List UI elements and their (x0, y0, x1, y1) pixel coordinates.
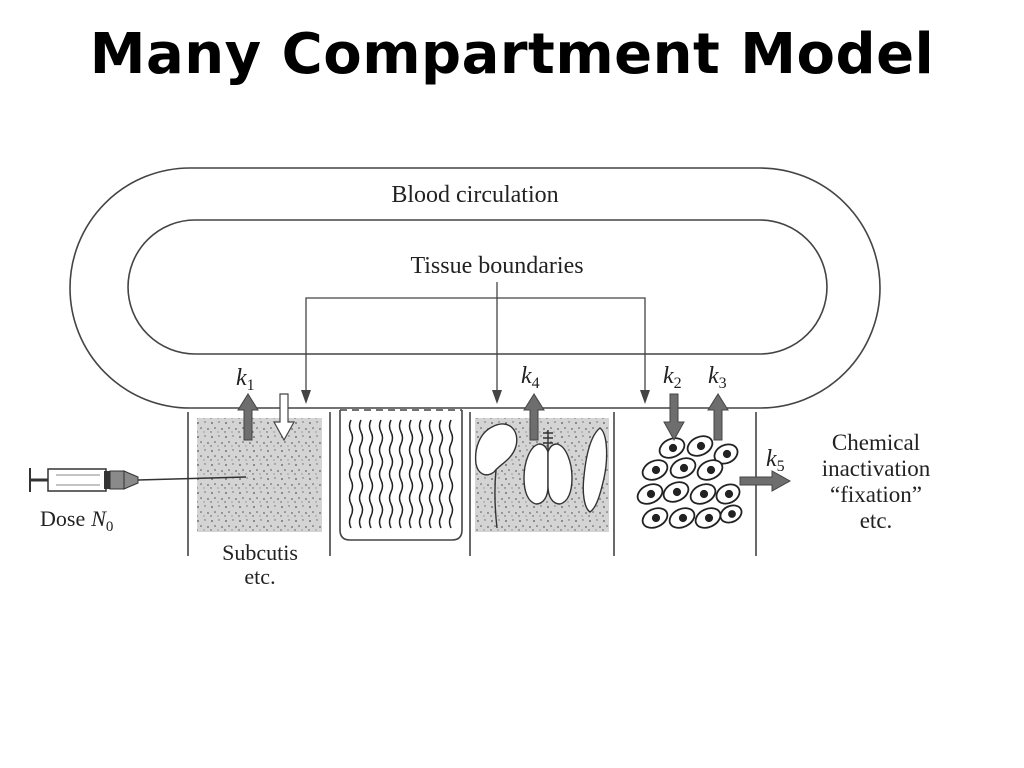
pointer-line-left (305, 297, 646, 390)
k4-arrow (523, 393, 545, 441)
kidney-shape (474, 423, 518, 476)
inner-loop (127, 219, 828, 355)
cell-cluster (636, 435, 743, 529)
pointer-arrowhead-right (640, 390, 650, 404)
k5-arrow (739, 470, 792, 492)
k1-label: k1 (236, 365, 255, 394)
tissue-boundary-arrowheads (301, 390, 650, 404)
blood-circulation-label: Blood circulation (391, 182, 558, 208)
fibrous-tissue-compartment (339, 409, 463, 541)
lung-left (523, 443, 549, 505)
ureter (494, 469, 498, 529)
subcutis-etc-label: etc. (244, 564, 275, 589)
rate-arrows (237, 393, 792, 492)
fixation-label: “fixation” (830, 482, 922, 507)
subcutis-label: Subcutis (222, 540, 298, 565)
k2-label: k2 (663, 363, 682, 392)
inactivation-label: inactivation (822, 456, 931, 481)
compartment-walls (187, 412, 757, 556)
tissue-boundary-pointers (305, 282, 646, 390)
chemical-etc-label: etc. (860, 508, 893, 533)
k2-arrow (663, 393, 685, 442)
syringe-icon (29, 468, 247, 492)
k1-arrow (237, 393, 259, 441)
open-down-arrow (272, 393, 296, 442)
slide-title: Many Compartment Model (89, 22, 935, 87)
liver-shape (582, 427, 608, 513)
fiber-strands (348, 419, 454, 529)
k4-label: k4 (521, 363, 540, 392)
blood-circulation-loop (69, 167, 881, 409)
tissue-boundaries-label: Tissue boundaries (410, 253, 583, 279)
outer-loop (69, 167, 881, 409)
k3-label: k3 (708, 363, 727, 392)
trachea (543, 430, 553, 452)
chemical-label: Chemical (832, 430, 920, 455)
pointer-arrowhead-center (492, 390, 502, 404)
organ-shapes (474, 423, 608, 529)
lung-right (547, 443, 573, 505)
k3-arrow (707, 393, 729, 441)
k5-label: k5 (766, 446, 785, 475)
pointer-arrowhead-left (301, 390, 311, 404)
subcutis-compartment (197, 418, 322, 532)
